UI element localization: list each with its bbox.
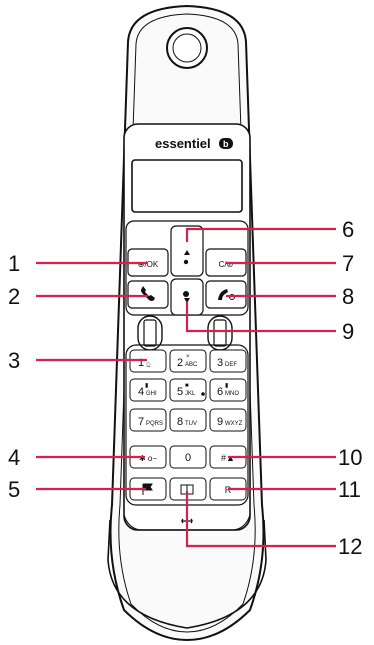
- display-screen: [131, 159, 243, 213]
- brand-mark: [219, 138, 233, 149]
- callout-6: 6: [342, 217, 354, 242]
- svg-text:■: ■: [185, 383, 189, 389]
- cradle-outline: [107, 519, 267, 629]
- zero-key[interactable]: 0: [169, 445, 207, 469]
- svg-text:DEF: DEF: [225, 362, 237, 368]
- nav-down-arrow-icon: [184, 298, 190, 303]
- digit-key-9[interactable]: 9 WXYZ: [209, 408, 247, 432]
- svg-text:0: 0: [185, 452, 191, 464]
- right-pill-inner: [213, 319, 227, 347]
- svg-text:JKL: JKL: [185, 391, 196, 397]
- callout-12: 12: [338, 534, 362, 559]
- star-lock-key[interactable]: ✱ o−: [129, 445, 167, 469]
- digit-key-7[interactable]: 7 PQRS: [129, 408, 167, 432]
- svg-text:7: 7: [138, 416, 144, 428]
- brand-mark-letter: b: [223, 139, 229, 149]
- callout-11: 11: [338, 477, 361, 502]
- talk-key[interactable]: [127, 280, 169, 309]
- svg-text:✱ o−: ✱ o−: [139, 454, 157, 463]
- svg-text:3: 3: [217, 357, 223, 369]
- digit-key-4[interactable]: 4 GHI ▮: [129, 378, 167, 402]
- callout-4: 4: [8, 445, 20, 470]
- digit-key-5[interactable]: 5 JKL ■: [169, 378, 207, 402]
- svg-text:MNO: MNO: [225, 391, 239, 397]
- svg-text:9: 9: [217, 416, 223, 428]
- digit-key-6[interactable]: 6 MNO ▮: [209, 378, 247, 402]
- menu-ok-label: ⊕/OK: [138, 260, 159, 269]
- contacts-icon: [183, 259, 189, 265]
- brand-logo: essentiel: [155, 136, 211, 151]
- svg-text:GHI: GHI: [146, 391, 157, 397]
- handset-inner-edge: [118, 13, 256, 633]
- svg-text:1: 1: [138, 357, 144, 369]
- clear-mute-label: C/⊘: [219, 260, 234, 269]
- callout-8: 8: [342, 284, 354, 309]
- svg-text:WXYZ: WXYZ: [225, 421, 243, 427]
- callout-3: 3: [8, 348, 20, 373]
- callout-5: 5: [8, 477, 20, 502]
- svg-text:2: 2: [177, 357, 183, 369]
- callout-7: 7: [342, 251, 354, 276]
- svg-text:▮: ▮: [225, 383, 228, 389]
- callout-1: 1: [8, 251, 20, 276]
- call-log-icon: [183, 291, 189, 297]
- svg-text:×: ×: [186, 354, 190, 360]
- svg-text:8: 8: [177, 416, 183, 428]
- svg-text:6: 6: [217, 386, 223, 398]
- svg-text:⎐: ⎐: [146, 361, 151, 368]
- digit-key-8[interactable]: 8 TUV: [169, 408, 207, 432]
- svg-text:PQRS: PQRS: [146, 421, 163, 427]
- svg-text:5: 5: [177, 386, 183, 398]
- callout-10: 10: [338, 445, 362, 470]
- nav-up-arrow-icon: [184, 250, 190, 255]
- hang-up-icon: [218, 289, 228, 300]
- digit-key-2[interactable]: 2 ABC ×: [169, 349, 207, 373]
- svg-text:4: 4: [138, 386, 144, 398]
- svg-text:ABC: ABC: [185, 362, 198, 368]
- end-key[interactable]: [205, 280, 247, 309]
- digit-key-3[interactable]: 3 DEF: [209, 349, 247, 373]
- callout-2: 2: [8, 284, 20, 309]
- svg-text:TUV: TUV: [185, 421, 197, 427]
- svg-text:▮: ▮: [145, 383, 148, 389]
- callout-9: 9: [342, 319, 354, 344]
- callout-lines: [36, 227, 336, 548]
- phone-icon: [141, 286, 155, 301]
- left-pill-inner: [143, 319, 157, 347]
- key-5-dot: [201, 392, 205, 396]
- earpiece-ring: [172, 33, 202, 63]
